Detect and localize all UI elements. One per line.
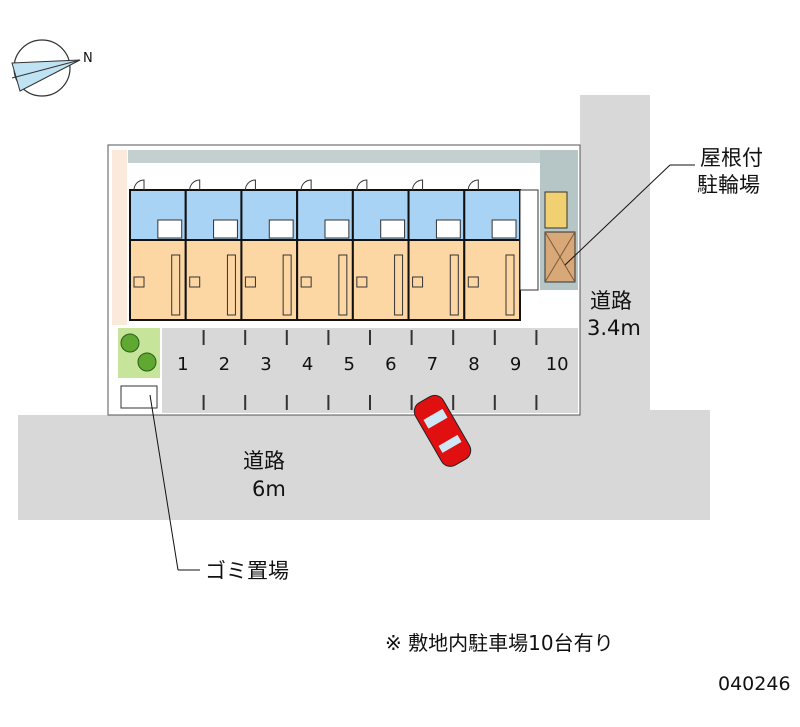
garbage-box	[120, 385, 158, 409]
parking-space-number: 6	[385, 354, 396, 375]
side-road-width: 3.4m	[587, 316, 641, 340]
bicycle-parking-label-1: 屋根付	[700, 146, 763, 170]
parking-space-number: 7	[427, 354, 438, 375]
apartment-unit	[407, 179, 466, 321]
compass-north-label: N	[83, 51, 93, 66]
parking-spaces: 1 2 3 4 5 6 7 8 9 10	[177, 330, 569, 410]
apartment-unit	[240, 179, 299, 321]
main-road-label: 道路	[243, 449, 285, 473]
property-code: 040246	[718, 673, 791, 695]
parking-space-number: 1	[177, 354, 188, 375]
apartment-building	[129, 179, 521, 321]
parking-space-number: 5	[343, 354, 354, 375]
parking-space-number: 8	[468, 354, 479, 375]
apartment-unit	[463, 179, 521, 321]
main-road-width: 6m	[252, 477, 286, 501]
road	[18, 95, 710, 520]
bicycle-parking-label-2: 駐輪場	[697, 173, 760, 197]
parking-space-number: 10	[546, 354, 569, 375]
side-road-label: 道路	[590, 289, 632, 313]
car-icon	[413, 394, 472, 467]
apartment-unit	[351, 179, 410, 321]
parking-space-number: 9	[510, 354, 521, 375]
apartment-unit	[129, 179, 187, 321]
parking-space-number: 4	[302, 354, 313, 375]
apartment-unit	[296, 179, 354, 321]
parking-space-number: 3	[260, 354, 271, 375]
compass-icon: N	[11, 39, 93, 97]
parking-note: ※ 敷地内駐車場10台有り	[385, 631, 614, 655]
bicycle-rack	[544, 191, 568, 229]
parking-space-number: 2	[219, 354, 230, 375]
apartment-unit	[184, 179, 243, 321]
garbage-label: ゴミ置場	[205, 559, 289, 583]
